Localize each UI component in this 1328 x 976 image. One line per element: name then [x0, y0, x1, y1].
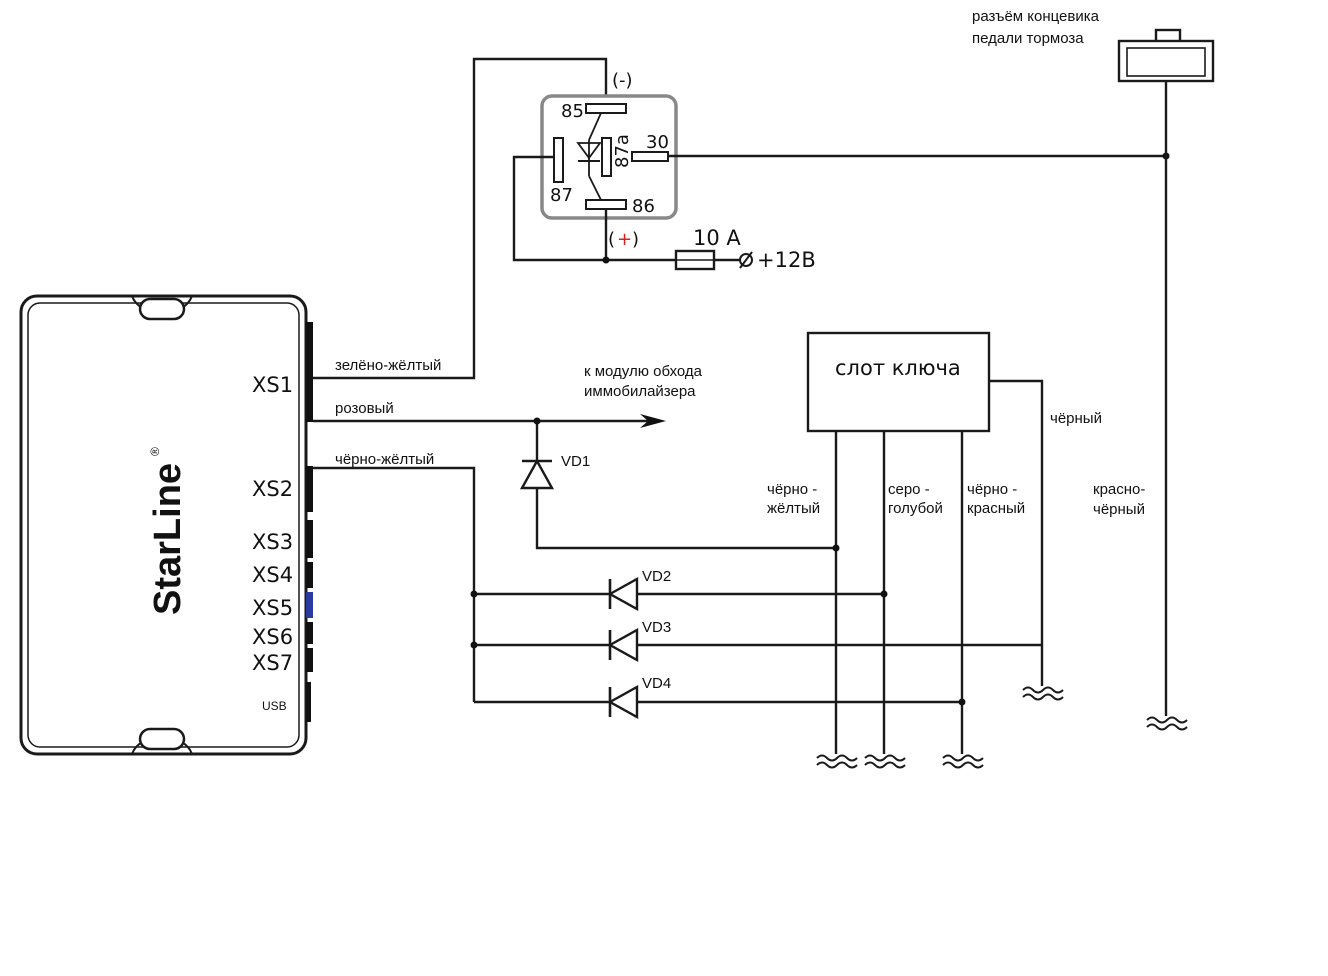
connector-xs6-label: XS6 — [252, 625, 293, 649]
brake-connector-label-line2: педали тормоза — [972, 30, 1084, 47]
connector-xs7-label: XS7 — [252, 651, 293, 675]
power-label: +12В — [757, 248, 816, 272]
junction — [958, 698, 966, 706]
wire-break-symbol — [1022, 686, 1064, 701]
relay-pin-87: 87 — [550, 185, 573, 206]
connector-bar-xs4 — [306, 562, 313, 588]
diode-vd2-label: VD2 — [642, 568, 671, 585]
connector-bar-xs3 — [306, 520, 313, 558]
mount-hole-top — [131, 295, 193, 321]
immo-bypass-label-line2: иммобилайзера — [584, 383, 696, 400]
brand-logo: StarLine — [147, 463, 189, 615]
wire-black-yellow: чёрно-жёлтый — [313, 451, 476, 702]
wire-pink-label: розовый — [335, 400, 394, 417]
wire-break-symbol — [942, 754, 984, 769]
registered-mark: ® — [148, 447, 162, 456]
wire-pink: розовый — [313, 400, 666, 428]
junction — [470, 641, 478, 649]
wire-break-symbol — [1146, 716, 1188, 731]
fuse-label: 10 А — [693, 226, 741, 250]
key-wire-black-red-label-1: чёрно - — [967, 481, 1017, 498]
arrow-head — [640, 414, 666, 428]
connector-bar-xs2 — [306, 466, 313, 512]
diode-vd1-label: VD1 — [561, 453, 590, 470]
relay-pin-30: 30 — [646, 132, 669, 153]
key-wire-black-red-label-2: красный — [967, 500, 1025, 517]
usb-port — [306, 682, 311, 722]
key-wire-black-yellow-label-2: жёлтый — [767, 500, 820, 517]
connector-bar-xs7 — [306, 648, 313, 672]
wire-black-yellow-label: чёрно-жёлтый — [335, 451, 434, 468]
junction — [470, 590, 478, 598]
immo-bypass-label-line1: к модулю обхода — [584, 363, 703, 380]
diode-vd4: VD4 — [474, 675, 962, 720]
mount-hole-bottom — [131, 727, 193, 755]
relay-pin-85: 85 — [561, 101, 584, 122]
svg-text:+: + — [617, 229, 632, 250]
diode-vd1: VD1 — [519, 421, 836, 550]
connector-bar-xs6 — [306, 622, 313, 644]
diode-vd4-label: VD4 — [642, 675, 671, 692]
svg-text:(: ( — [608, 229, 615, 250]
relay: 85 86 87 87а 30 (-) ( + ) — [540, 70, 678, 250]
wire-break-symbol — [816, 754, 858, 769]
connector-xs4-label: XS4 — [252, 563, 293, 587]
junction — [602, 256, 610, 264]
red-black-label-line2: чёрный — [1093, 501, 1145, 518]
relay-minus-label: (-) — [612, 70, 633, 91]
connector-bar-xs1 — [306, 322, 313, 422]
junction — [533, 417, 541, 425]
connector-xs3-label: XS3 — [252, 530, 293, 554]
junction — [832, 544, 840, 552]
diode-vd3-label: VD3 — [642, 619, 671, 636]
wire-relay-87 — [512, 155, 606, 262]
relay-pin-86: 86 — [632, 196, 655, 217]
usb-label: USB — [262, 699, 287, 713]
starline-module: StarLine ® XS1 XS2 XS3 XS4 XS5 XS6 XS7 U… — [19, 294, 313, 756]
connector-bar-xs5 — [306, 592, 313, 618]
brake-connector: разъём концевика педали тормоза — [972, 8, 1215, 83]
junction — [880, 590, 888, 598]
key-slot-title: слот ключа — [835, 356, 961, 380]
wire-key-black — [989, 379, 1044, 686]
wire-break-symbol — [864, 754, 906, 769]
key-wire-grey-blue-label-1: серо - — [888, 481, 930, 498]
brake-connector-label-line1: разъём концевика — [972, 8, 1100, 25]
power-terminal: +12В — [739, 248, 816, 272]
key-wire-black-label: чёрный — [1050, 410, 1102, 427]
key-wire-grey-blue-label-2: голубой — [888, 500, 943, 517]
red-black-label-line1: красно- — [1093, 481, 1145, 498]
key-slot: слот ключа — [806, 331, 991, 433]
relay-pin-87a: 87а — [612, 134, 633, 168]
relay-plus-label: ( + ) — [608, 229, 639, 250]
connector-xs5-label: XS5 — [252, 596, 293, 620]
wire-green-yellow-label: зелёно-жёлтый — [335, 357, 441, 374]
svg-text:): ) — [632, 229, 639, 250]
diode-vd2: VD2 — [474, 568, 884, 612]
connector-xs1-label: XS1 — [252, 373, 293, 397]
diode-vd3: VD3 — [474, 619, 1042, 663]
wire-green-yellow: зелёно-жёлтый — [313, 57, 608, 380]
fuse: 10 А — [674, 226, 741, 271]
key-wire-black-yellow-label-1: чёрно - — [767, 481, 817, 498]
connector-xs2-label: XS2 — [252, 477, 293, 501]
